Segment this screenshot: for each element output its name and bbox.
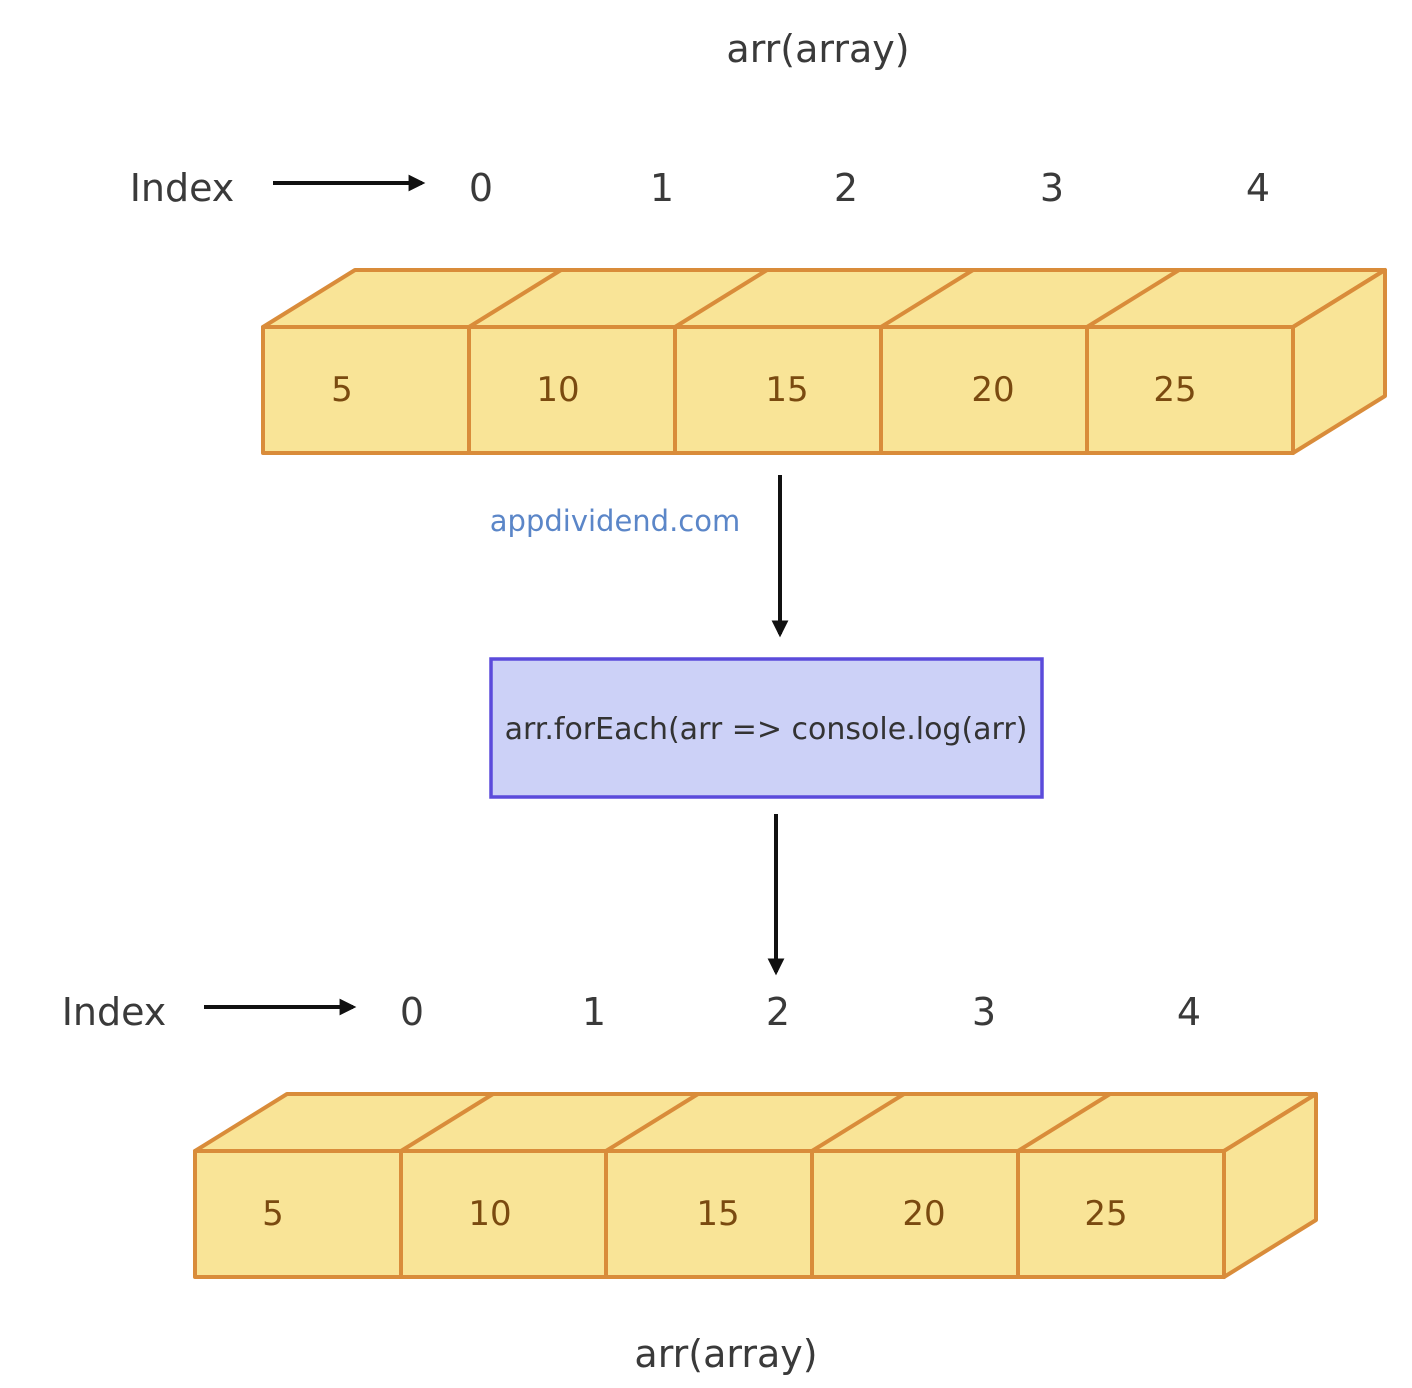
top-array-values: 5 10 15 20 25 <box>331 370 1196 410</box>
process-box-rect <box>489 657 1044 799</box>
top-cell-1: 10 <box>536 370 579 410</box>
top-cell-2: 15 <box>765 370 808 410</box>
top-index-2: 2 <box>834 166 858 210</box>
bottom-cell-3: 20 <box>902 1194 945 1234</box>
top-cell-4: 25 <box>1153 370 1196 410</box>
bottom-cell-2: 15 <box>696 1194 739 1234</box>
bottom-cell-1: 10 <box>468 1194 511 1234</box>
top-array-front-face <box>261 325 1295 455</box>
top-index-4: 4 <box>1246 166 1270 210</box>
bottom-cell-0: 5 <box>262 1194 284 1234</box>
top-array-top-face <box>261 268 1387 329</box>
top-index-label: Index <box>130 166 235 210</box>
bottom-array-box <box>193 1092 1318 1279</box>
top-cell-0: 5 <box>331 370 353 410</box>
top-index-1: 1 <box>650 166 674 210</box>
bottom-array-top-face <box>193 1092 1318 1153</box>
top-index-3: 3 <box>1040 166 1064 210</box>
bottom-array-front-face <box>193 1149 1226 1279</box>
top-array-group: arr(array) Index 0 1 2 3 4 <box>130 27 1387 455</box>
bottom-index-numbers: 0 1 2 3 4 <box>400 990 1201 1034</box>
bottom-index-2: 2 <box>766 990 790 1034</box>
process-code-label: arr.forEach(arr => console.log(arr) <box>505 712 1028 747</box>
bottom-array-group: Index 0 1 2 3 4 5 10 15 20 25 <box>62 990 1318 1376</box>
top-array-box <box>261 268 1387 455</box>
bottom-index-label: Index <box>62 990 167 1034</box>
bottom-index-1: 1 <box>582 990 606 1034</box>
bottom-index-0: 0 <box>400 990 424 1034</box>
top-array-title: arr(array) <box>726 27 909 71</box>
watermark-text: appdividend.com <box>490 504 740 538</box>
top-cell-3: 20 <box>971 370 1014 410</box>
bottom-array-title: arr(array) <box>634 1332 817 1376</box>
bottom-array-values: 5 10 15 20 25 <box>262 1194 1127 1234</box>
bottom-index-4: 4 <box>1177 990 1201 1034</box>
bottom-index-3: 3 <box>972 990 996 1034</box>
top-index-0: 0 <box>469 166 493 210</box>
top-index-numbers: 0 1 2 3 4 <box>469 166 1270 210</box>
process-box: arr.forEach(arr => console.log(arr) <box>489 657 1044 799</box>
bottom-cell-4: 25 <box>1084 1194 1127 1234</box>
